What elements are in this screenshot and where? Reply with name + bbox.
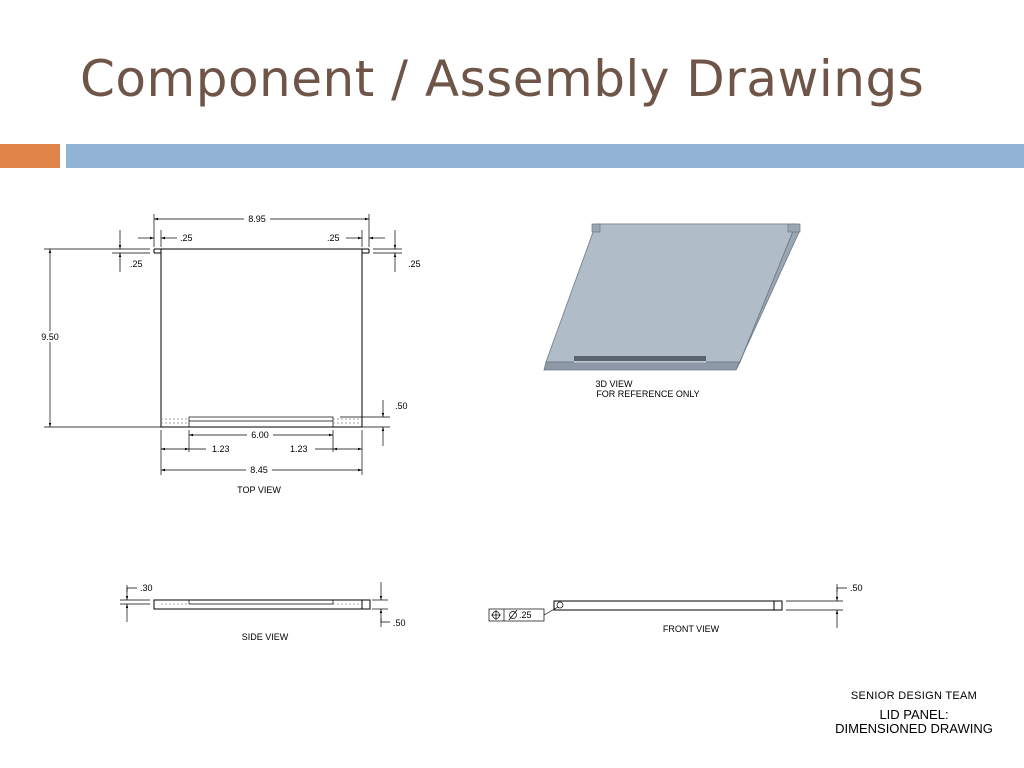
front-view-outline	[553, 600, 783, 611]
dim-overall-bottom: 8.45	[250, 465, 268, 475]
dim-offset-right: 1.23	[290, 444, 308, 454]
dim-tab-left: .25	[180, 233, 193, 243]
accent-bar-orange	[0, 144, 60, 168]
front-view: .25 .50 FRONT VIEW	[488, 583, 863, 634]
iso-caption-line1: 3D VIEW	[595, 379, 633, 389]
dim-slot-length: 6.00	[251, 430, 269, 440]
title-block-part-line2: DIMENSIONED DRAWING	[835, 721, 993, 736]
lid-panel-slot	[574, 356, 706, 361]
title-block-part-line1: LID PANEL:	[879, 707, 949, 722]
dim-front-thickness: .50	[850, 583, 863, 593]
position-icon	[491, 610, 501, 620]
top-view: 8.95 .25 .25 .25 .25 9.50 .50 6.00	[38, 213, 421, 495]
front-view-caption: FRONT VIEW	[663, 624, 720, 634]
dim-overall-top: 8.95	[248, 214, 266, 224]
dim-tab-depth-right: .25	[408, 259, 421, 269]
side-view: .30 .50 SIDE VIEW	[120, 582, 406, 642]
side-view-outline	[153, 599, 371, 610]
dim-slot-depth: .50	[395, 401, 408, 411]
title-block: SENIOR DESIGN TEAM	[814, 690, 1014, 702]
dim-tab-right: .25	[327, 233, 340, 243]
front-view-hole	[556, 601, 564, 609]
diameter-icon	[508, 609, 518, 621]
lid-panel-front-face	[543, 361, 741, 371]
slide-title: Component / Assembly Drawings	[80, 50, 925, 108]
dim-hole-callout: .25	[519, 610, 532, 620]
iso-view: 3D VIEW FOR REFERENCE ONLY	[543, 223, 801, 399]
side-view-caption: SIDE VIEW	[242, 632, 289, 642]
title-block-team: SENIOR DESIGN TEAM	[850, 690, 978, 702]
dim-side-lip: .30	[140, 583, 153, 593]
top-view-caption: TOP VIEW	[237, 485, 281, 495]
top-view-outline	[160, 248, 363, 428]
iso-caption-line2: FOR REFERENCE ONLY	[596, 389, 699, 399]
dim-offset-left: 1.23	[212, 444, 230, 454]
feature-control-frame	[488, 608, 545, 622]
dim-side-thickness: .50	[393, 618, 406, 628]
accent-bar-blue	[66, 144, 1024, 168]
top-view-slot	[188, 416, 334, 428]
dim-tab-depth-left: .25	[130, 259, 143, 269]
lid-panel-top-face	[545, 223, 797, 363]
dim-height: 9.50	[41, 332, 59, 342]
title-block-part: LID PANEL: DIMENSIONED DRAWING	[814, 708, 1014, 736]
